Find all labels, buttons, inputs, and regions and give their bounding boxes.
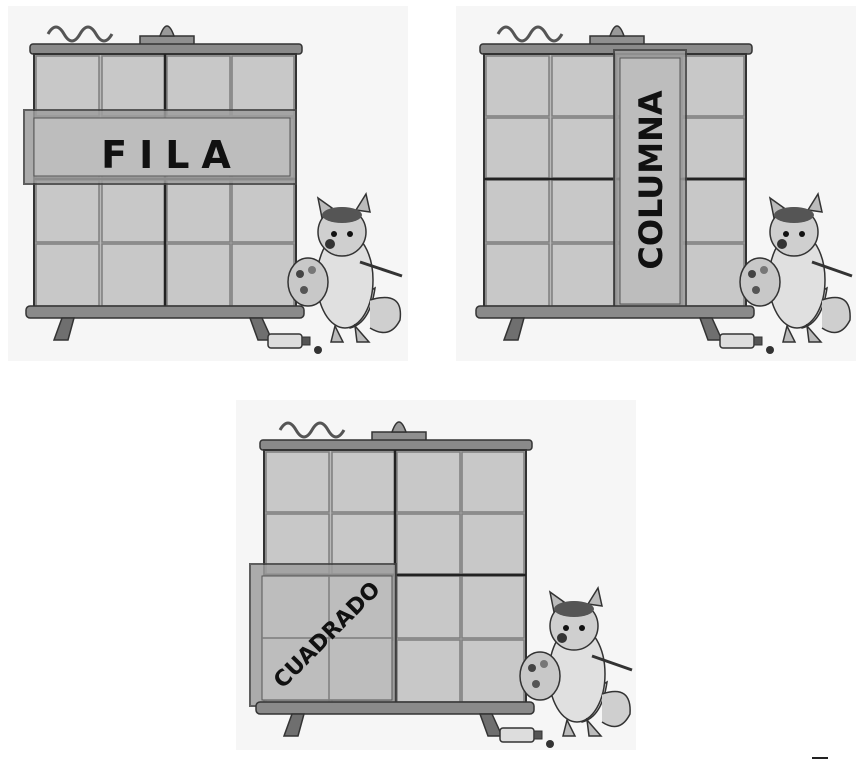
easel-fila: FILA [0,0,420,370]
label-columna: COLUMNA [632,90,670,270]
label-fila: FILA [101,133,243,177]
easel-bottom-bar [476,306,754,318]
panel-columna: COLUMNA [448,0,867,370]
easel-columna: COLUMNA [448,0,867,370]
panel-cuadrado: CUADRADO [228,394,648,756]
easel-cuadrado: CUADRADO [228,394,648,756]
easel-top-bar [30,44,302,54]
easel-top-bar [260,440,532,450]
easel-bottom-bar [26,306,304,318]
easel-bottom-bar [256,702,534,714]
panel-fila: FILA [0,0,420,370]
